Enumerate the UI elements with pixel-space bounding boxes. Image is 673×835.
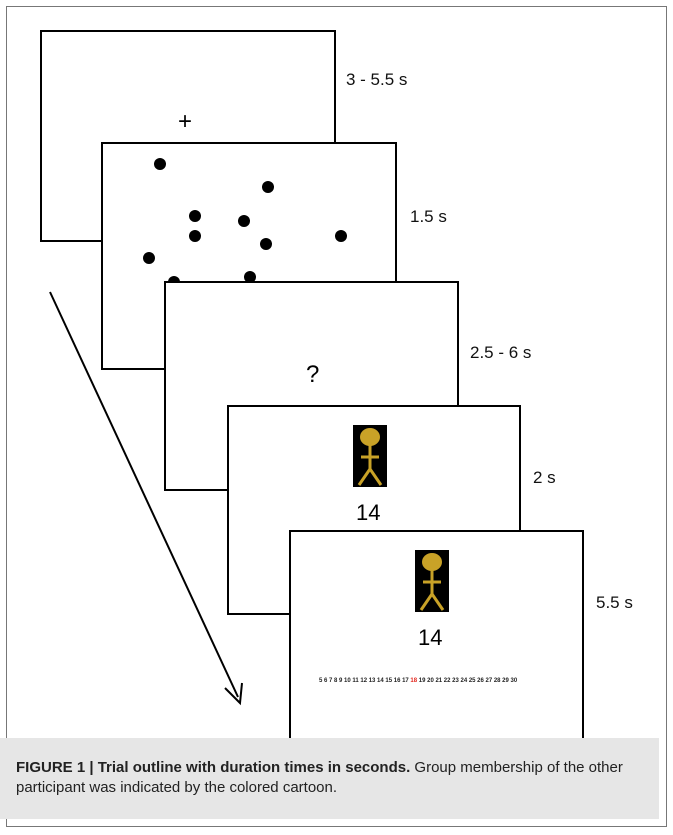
question-mark: ? [306, 361, 320, 388]
figure-caption: FIGURE 1 | Trial outline with duration t… [16, 758, 646, 798]
dot [238, 215, 250, 227]
scale-after: 19 20 21 22 23 24 25 26 27 28 29 30 [417, 678, 518, 684]
scale-highlight: 18 [410, 678, 418, 684]
caption-background [0, 738, 659, 819]
scale-before: 5 6 7 8 9 10 11 12 13 14 15 16 17 [319, 678, 411, 684]
duration-cartoon: 2 s [533, 468, 556, 487]
rating-number: 14 [418, 625, 443, 650]
caption-label: FIGURE 1 | Trial outline with duration t… [16, 759, 411, 776]
group-cartoon [415, 550, 449, 612]
rating-screen: 14 5 6 7 8 9 10 11 12 13 14 15 16 17 18 … [289, 530, 584, 740]
fixation-cross: + [178, 108, 193, 135]
stick-figure-icon [357, 428, 383, 486]
dot [154, 158, 166, 170]
dot [244, 271, 256, 283]
rating-scale: 5 6 7 8 9 10 11 12 13 14 15 16 17 18 19 … [319, 678, 517, 684]
stick-figure-icon [419, 553, 445, 611]
duration-rating: 5.5 s [596, 593, 633, 612]
dot [335, 230, 347, 242]
duration-fixation: 3 - 5.5 s [346, 70, 408, 89]
dot [143, 252, 155, 264]
group-cartoon [353, 425, 387, 487]
cartoon-number: 14 [356, 500, 381, 525]
dot [189, 210, 201, 222]
dot [262, 181, 274, 193]
dot [260, 238, 272, 250]
dot [189, 230, 201, 242]
duration-question: 2.5 - 6 s [470, 343, 532, 362]
duration-dots: 1.5 s [410, 207, 447, 226]
caption-text: Group membership of the other participan… [16, 759, 623, 796]
